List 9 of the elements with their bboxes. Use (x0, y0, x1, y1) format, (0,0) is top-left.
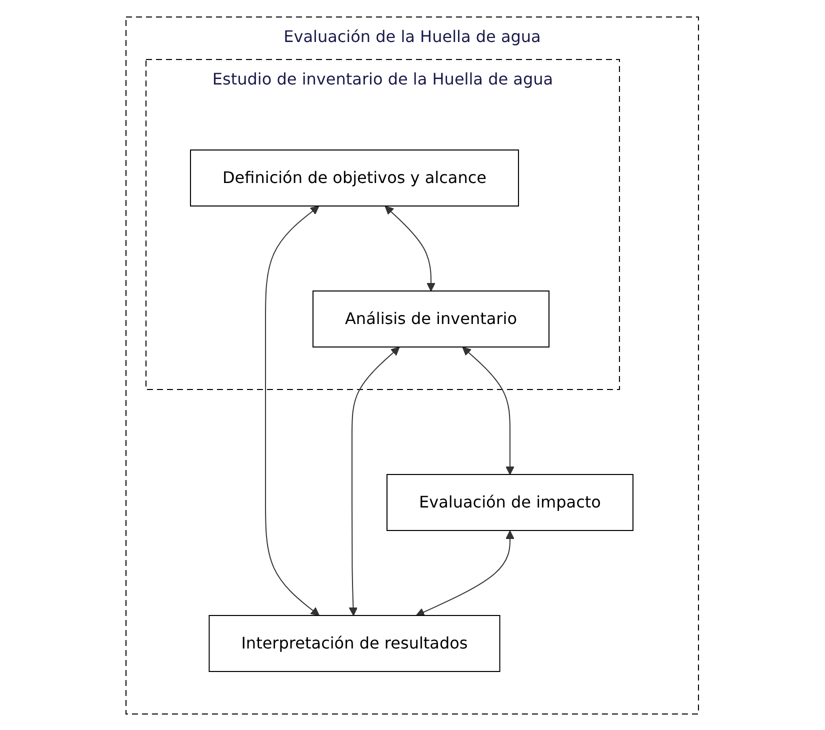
node-box: Análisis de inventario (312, 290, 550, 347)
node-box: Interpretación de resultados (208, 614, 501, 672)
arrow (349, 346, 400, 616)
arrow (265, 205, 320, 616)
node-box: Evaluación de impacto (386, 474, 634, 530)
arrow (416, 530, 515, 616)
node-box: Definición de objetivos y alcance (190, 149, 520, 206)
arrow (385, 205, 436, 291)
arrow (462, 346, 515, 474)
